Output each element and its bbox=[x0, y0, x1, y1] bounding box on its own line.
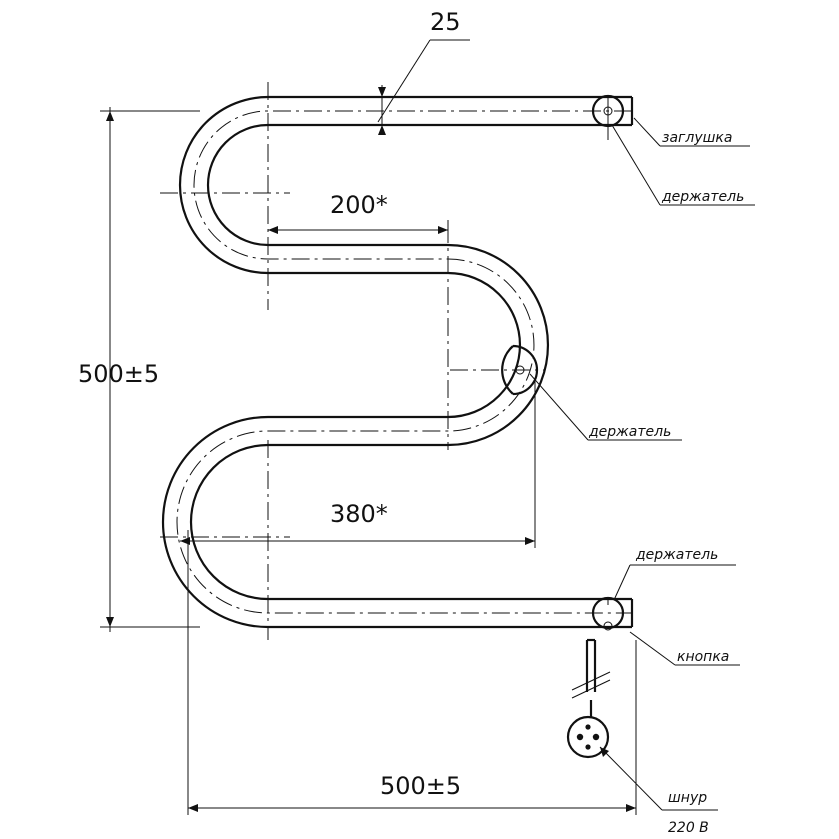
label-voltage-text: 220 В bbox=[668, 820, 709, 836]
construction-lines bbox=[160, 82, 545, 640]
middle-holder bbox=[501, 344, 539, 396]
dim-overall-width: 500±5 bbox=[187, 530, 637, 815]
dim-inner-width: 200* bbox=[268, 191, 449, 240]
top-holder bbox=[591, 94, 625, 140]
label-holder-bottom: держатель bbox=[613, 547, 736, 601]
label-holder-bottom-text: держатель bbox=[635, 547, 718, 563]
dim-outer-width: 380* bbox=[180, 380, 536, 548]
power-plug-icon bbox=[566, 715, 610, 759]
tube-outer-contour bbox=[161, 95, 632, 629]
label-plug-text: заглушка bbox=[662, 130, 732, 146]
dim-tube-diameter-text: 25 bbox=[430, 8, 461, 36]
power-cord bbox=[571, 638, 611, 718]
dim-outer-width-text: 380* bbox=[330, 500, 388, 528]
label-holder-middle: держатель bbox=[529, 373, 682, 441]
tube-centerline bbox=[176, 110, 632, 614]
label-plug: заглушка bbox=[633, 117, 750, 147]
dim-height-text: 500±5 bbox=[78, 360, 159, 388]
bottom-holder bbox=[591, 596, 625, 631]
label-button-text: кнопка bbox=[677, 649, 729, 665]
dim-overall-width-text: 500±5 bbox=[380, 772, 461, 800]
label-holder-top: держатель bbox=[611, 124, 755, 206]
tube-inner-contour bbox=[189, 123, 632, 601]
label-holder-top-text: держатель bbox=[661, 189, 744, 205]
label-cord: шнур 220 В bbox=[599, 746, 718, 836]
dim-inner-width-text: 200* bbox=[330, 191, 388, 219]
label-button: кнопка bbox=[629, 631, 740, 666]
dim-height: 500±5 bbox=[78, 107, 200, 632]
label-holder-middle-text: держатель bbox=[588, 424, 671, 440]
dim-tube-diameter: 25 bbox=[377, 8, 470, 135]
tube bbox=[161, 95, 634, 629]
label-cord-text: шнур bbox=[668, 790, 707, 806]
